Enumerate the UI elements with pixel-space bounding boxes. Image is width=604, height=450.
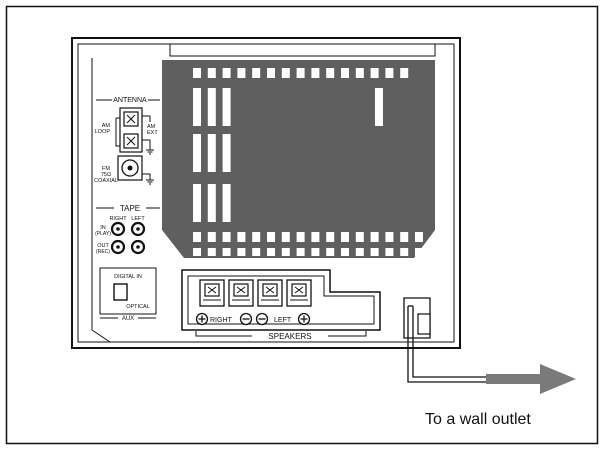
vent-slot <box>341 68 349 78</box>
vent-slot <box>237 248 246 256</box>
wall-outlet-caption: To a wall outlet <box>425 411 531 428</box>
am-loop-label-1: AM <box>102 123 111 129</box>
vent-slot <box>326 232 335 242</box>
ground-icon <box>146 146 154 155</box>
vent-slot <box>222 232 231 242</box>
vent-slot <box>355 232 364 242</box>
tape-right-label: RIGHT <box>109 216 127 222</box>
vent-slot <box>222 248 231 256</box>
tape-left-label: LEFT <box>131 216 145 222</box>
vent-slot <box>341 248 349 256</box>
vent-slot <box>415 232 423 242</box>
vent-slot <box>193 184 201 222</box>
terminal-cross <box>203 286 221 301</box>
vent-slot <box>311 248 320 256</box>
antenna-label: ANTENNA <box>113 97 147 104</box>
vent-slot <box>296 232 305 242</box>
vent-slot <box>415 248 423 256</box>
vent-slot <box>252 68 261 78</box>
terminal-cross <box>290 286 308 301</box>
speakers-section: RIGHT LEFT SPEAKERS <box>181 269 381 341</box>
vent-slot <box>311 68 320 78</box>
aux-label: AUX <box>122 316 134 322</box>
fm-label-3: COAXIAL <box>94 178 118 184</box>
vent-slot <box>222 184 231 222</box>
speakers-left-label: LEFT <box>274 317 292 324</box>
outer-frame <box>5 5 599 445</box>
tape-in-label-2: (PLAY) <box>95 231 111 237</box>
vent-slot <box>326 248 335 256</box>
vent-slot <box>385 248 394 256</box>
arrow-icon <box>486 364 576 394</box>
vent-slot <box>207 248 216 256</box>
vent-slot <box>370 248 379 256</box>
speakers-label: SPEAKERS <box>268 332 311 341</box>
vent-slot <box>193 232 201 242</box>
vent-slot <box>222 68 231 78</box>
vent-slot <box>222 88 231 126</box>
vent-slot <box>207 134 216 172</box>
vent-slot <box>252 232 261 242</box>
vent-slot <box>341 232 349 242</box>
digital-in-label: DIGITAL IN <box>114 274 142 280</box>
tape-label: TAPE <box>120 204 140 213</box>
vent-slot <box>400 68 409 78</box>
vent-slot <box>400 232 409 242</box>
tape-out-label-1: OUT <box>97 243 109 249</box>
speakers-right-label: RIGHT <box>210 317 233 324</box>
tape-section: TAPE RIGHT LEFT IN (PLAY) OUT (REC) <box>95 204 160 255</box>
vent-slot <box>385 68 394 78</box>
vent-slot <box>193 248 201 256</box>
vent-slot <box>267 248 275 256</box>
vent-slots <box>193 68 423 256</box>
vent-slot <box>207 232 216 242</box>
tape-in-label-1: IN <box>100 225 106 231</box>
vent-slot <box>252 248 261 256</box>
am-ext-label-2: EXT <box>147 130 158 136</box>
vent-slot <box>296 68 305 78</box>
fm-label-1: FM <box>102 166 110 172</box>
am-loop-label-2: LOOP <box>95 129 111 135</box>
vent-slot <box>296 248 305 256</box>
vent-slot <box>193 68 201 78</box>
vent-slot <box>193 88 201 126</box>
power-cord <box>403 297 576 394</box>
vent-slot <box>400 248 409 256</box>
terminal-cross <box>261 286 279 301</box>
vent-slot <box>355 68 364 78</box>
vent-slot <box>385 232 394 242</box>
am-ext-label-1: AM <box>147 124 156 130</box>
vent-slot <box>193 134 201 172</box>
heatsink-panel <box>162 60 435 258</box>
vent-slot <box>355 248 364 256</box>
antenna-section: ANTENNA AM LOOP AM EXT FM 75Ω COAXIAL <box>94 97 160 185</box>
vent-slot <box>207 184 216 222</box>
vent-slot <box>370 68 379 78</box>
ground-icon <box>146 179 154 185</box>
vent-slot <box>281 248 290 256</box>
tape-out-label-2: (REC) <box>96 249 110 255</box>
fm-label-2: 75Ω <box>101 172 111 178</box>
vent-slot <box>237 68 246 78</box>
vent-slot <box>281 232 290 242</box>
optical-port-icon <box>113 283 128 301</box>
vent-slot <box>281 68 290 78</box>
vent-slot <box>267 232 275 242</box>
vent-slot <box>311 232 320 242</box>
vent-slot <box>370 232 379 242</box>
vent-slot <box>207 68 216 78</box>
vent-slot <box>326 68 335 78</box>
vent-slot <box>222 134 231 172</box>
vent-slot <box>267 68 275 78</box>
terminal-cross <box>232 286 250 301</box>
optical-label: OPTICAL <box>126 304 150 310</box>
vent-slot <box>237 232 246 242</box>
vent-slot <box>207 88 216 126</box>
digital-aux-section: DIGITAL IN OPTICAL AUX <box>99 267 157 322</box>
